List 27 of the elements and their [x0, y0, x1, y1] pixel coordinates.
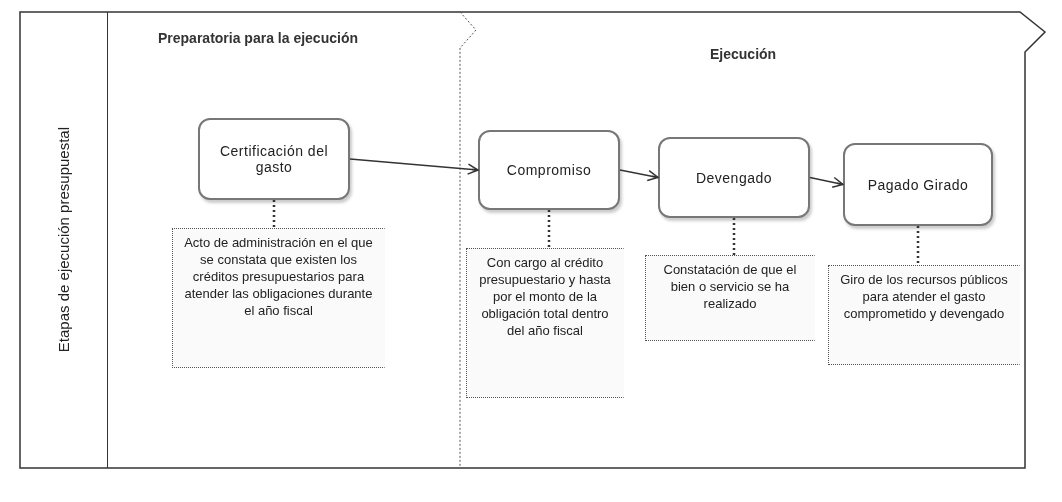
- task-label: Devengado: [695, 169, 773, 186]
- association-line: [916, 226, 920, 265]
- task-label: Certificación del gasto: [218, 143, 330, 175]
- task-label: Pagado Girado: [867, 176, 969, 193]
- task-box: [198, 118, 350, 200]
- annotation-text: Acto de administración en el que se constata que existen los créditos presupuestarios para atender las obligaciones durante el año fiscal: [183, 235, 374, 320]
- association-line: [272, 200, 276, 228]
- annotation-text: Giro de los recursos públicos para atender el gasto comprometido y devengado: [839, 272, 1009, 323]
- arrow: [809, 176, 844, 189]
- annotation-box: [466, 248, 624, 398]
- task-label: Compromiso: [506, 162, 592, 178]
- arrow: [619, 169, 659, 182]
- annotation-text: Constatación de que el bien o servicio se ha realizado: [662, 262, 798, 313]
- annotation-box: [828, 265, 1020, 365]
- pool-title: Etapas de ejecución presupuestal: [55, 127, 72, 353]
- annotation-box: [172, 228, 385, 368]
- task-box: [843, 143, 993, 226]
- association-line: [732, 218, 736, 255]
- phase-title: Preparatoria para la ejecución: [158, 30, 358, 46]
- annotation-box: [645, 255, 815, 341]
- phase-title: Ejecución: [710, 46, 777, 62]
- swimlane-pool: [20, 12, 1045, 468]
- task-box: [658, 137, 810, 218]
- task-box: [478, 130, 620, 210]
- annotation-text: Con cargo al crédito presupuestario y hasta por el monto de la obligación total dentro del año fiscal: [478, 255, 612, 340]
- arrow: [349, 158, 479, 175]
- association-line: [547, 210, 551, 248]
